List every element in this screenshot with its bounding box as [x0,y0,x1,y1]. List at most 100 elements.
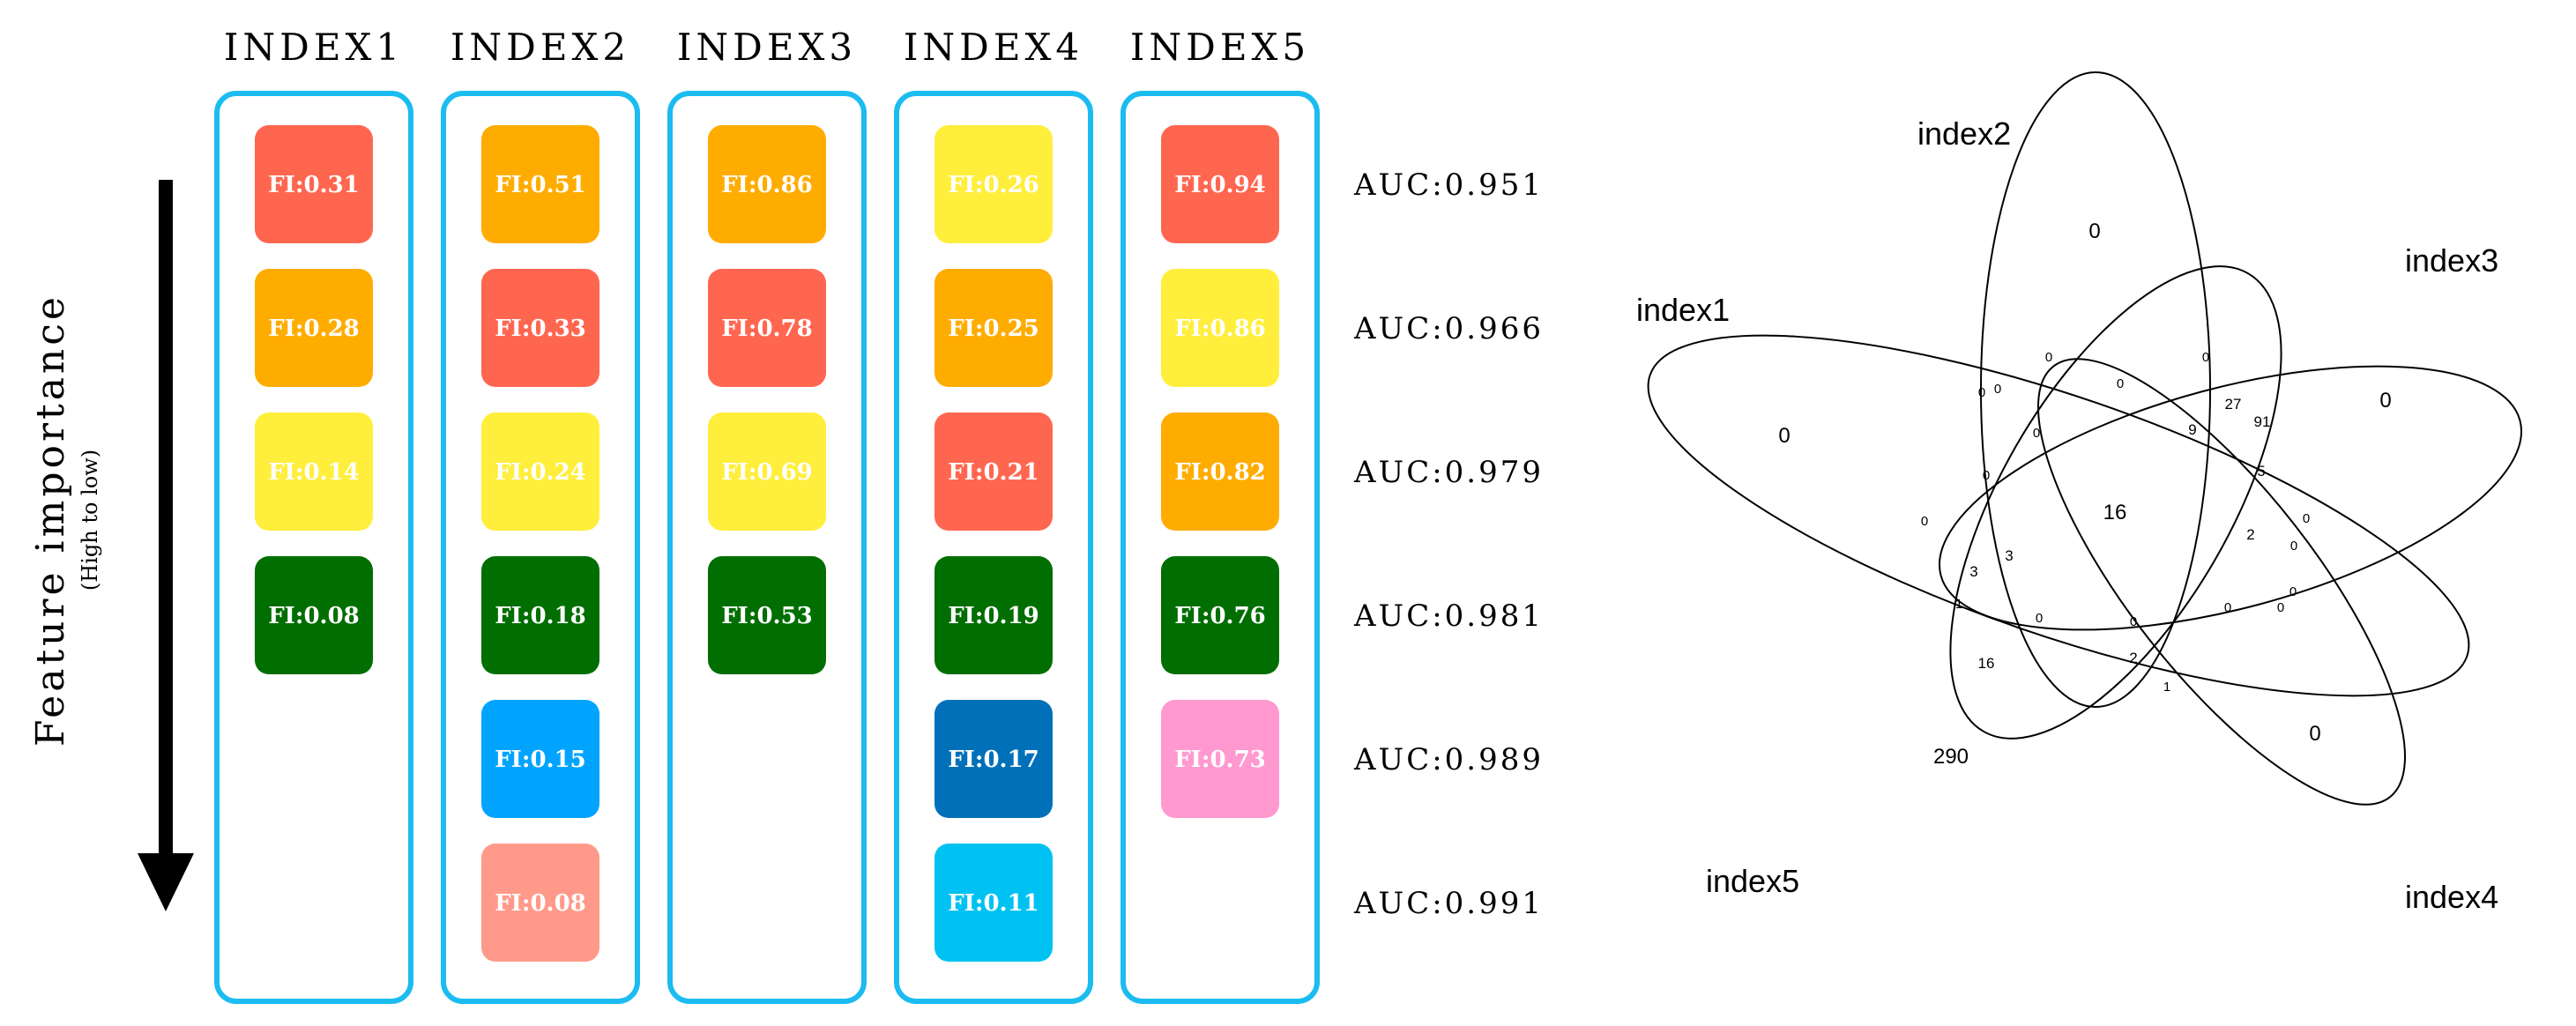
importance-tile-label: FI:0.78 [721,316,813,342]
importance-tile [708,125,826,243]
venn-region-count: 0 [2045,350,2052,365]
importance-tile [708,556,826,674]
auc-labels: AUC:0.951AUC:0.966AUC:0.979AUC:0.981AUC:… [1353,167,1544,921]
importance-arrow-head [138,853,194,911]
importance-tile-label: FI:0.33 [495,316,586,342]
column-header: INDEX3 [677,26,857,69]
venn-region-count: 0 [1983,468,1990,483]
importance-tile-label: FI:0.86 [1174,316,1266,342]
importance-tile [481,844,599,962]
venn-ellipse-index1 [1647,334,2470,697]
venn-region-count: 0 [1778,424,1790,448]
auc-label: AUC:0.951 [1353,167,1544,203]
importance-tile [481,413,599,531]
column-header: INDEX5 [1130,26,1310,69]
importance-tile [481,125,599,243]
venn-region-count: 0 [2289,584,2297,599]
importance-tile-label: FI:0.25 [948,316,1039,342]
importance-tile-label: FI:0.21 [948,459,1039,486]
importance-tile-label: FI:0.15 [495,747,586,773]
venn-region-count: 16 [2103,501,2127,524]
importance-axis-sublabel: (High to low) [78,450,102,591]
index-column: INDEX5FI:0.94FI:0.86FI:0.82FI:0.76FI:0.7… [1120,26,1320,1004]
venn-region-count: 0 [1994,382,2001,397]
importance-tile [255,413,373,531]
venn-region-count: 0 [2303,511,2310,526]
index-column: INDEX4FI:0.26FI:0.25FI:0.21FI:0.19FI:0.1… [894,26,1093,1004]
auc-label: AUC:0.989 [1353,742,1544,777]
venn-region-count: 0 [2379,389,2391,413]
venn-region-count: 0 [2290,539,2297,554]
importance-tile-label: FI:0.76 [1174,603,1266,629]
importance-tile-label: FI:0.08 [495,890,586,917]
venn-set-label: index4 [2405,879,2498,915]
importance-tile [255,125,373,243]
venn-region-count: 3 [1969,563,1977,580]
importance-arrow-shaft [159,180,173,867]
venn-ellipse-index4 [2036,358,2407,806]
venn-region-count: 16 [1978,655,1995,672]
venn-ellipse-index2 [1980,71,2211,708]
importance-tile [481,556,599,674]
column-frame [441,91,640,1004]
importance-tile [1161,700,1279,818]
venn-region-count: 0 [1978,385,1985,400]
importance-tile-label: FI:0.19 [948,603,1039,629]
venn-region-count: 2 [2129,650,2137,666]
column-frame [1120,91,1320,1004]
importance-tile-label: FI:0.86 [721,172,813,198]
importance-tile-label: FI:0.26 [948,172,1039,198]
importance-tile [1161,556,1279,674]
importance-tile-label: FI:0.08 [268,603,360,629]
index-column: INDEX2FI:0.51FI:0.33FI:0.24FI:0.18FI:0.1… [441,26,640,1004]
venn-set-label: index5 [1706,863,1799,899]
importance-tile [1161,125,1279,243]
importance-axis-label: Feature importance [28,294,73,747]
importance-tile-label: FI:0.82 [1174,459,1266,486]
venn-region-count: 0 [2036,611,2043,626]
importance-tile [481,269,599,387]
column-header: INDEX2 [450,26,630,69]
importance-tile [255,556,373,674]
importance-tile [708,269,826,387]
venn-set-label: index1 [1636,292,1730,328]
venn-region-count: 27 [2225,396,2242,413]
importance-tile-label: FI:0.69 [721,459,813,486]
auc-label: AUC:0.991 [1353,886,1544,921]
column-header: INDEX4 [904,26,1083,69]
importance-tile-label: FI:0.17 [948,747,1039,773]
importance-tile [255,269,373,387]
auc-label: AUC:0.981 [1353,598,1544,634]
venn-region-count: 0 [2117,376,2124,391]
venn-region-count: 0 [2309,722,2320,746]
venn-ellipse-index5 [1949,265,2282,740]
importance-tile-label: FI:0.24 [495,459,586,486]
column-frame [894,91,1093,1004]
venn-region-count: 91 [2254,413,2271,430]
importance-tile [934,556,1053,674]
importance-tile [934,844,1053,962]
venn-region-count: 0 [2224,600,2231,615]
column-frame [214,91,413,1004]
importance-tile-label: FI:0.18 [495,603,586,629]
importance-tile [481,700,599,818]
importance-tile-label: FI:0.53 [721,603,813,629]
importance-axis: Feature importance (High to low) [28,180,194,911]
column-header: INDEX1 [224,26,404,69]
venn-region-count: 9 [2188,421,2196,438]
importance-tile-label: FI:0.14 [268,459,360,486]
importance-tile-label: FI:0.73 [1174,747,1266,773]
venn-region-count: 0 [2130,614,2137,629]
auc-label: AUC:0.979 [1353,455,1544,490]
importance-tile [1161,413,1279,531]
venn-set-label: index2 [1917,115,2011,152]
venn-region-count: 0 [2202,350,2209,365]
importance-tile [934,413,1053,531]
importance-tile [934,269,1053,387]
